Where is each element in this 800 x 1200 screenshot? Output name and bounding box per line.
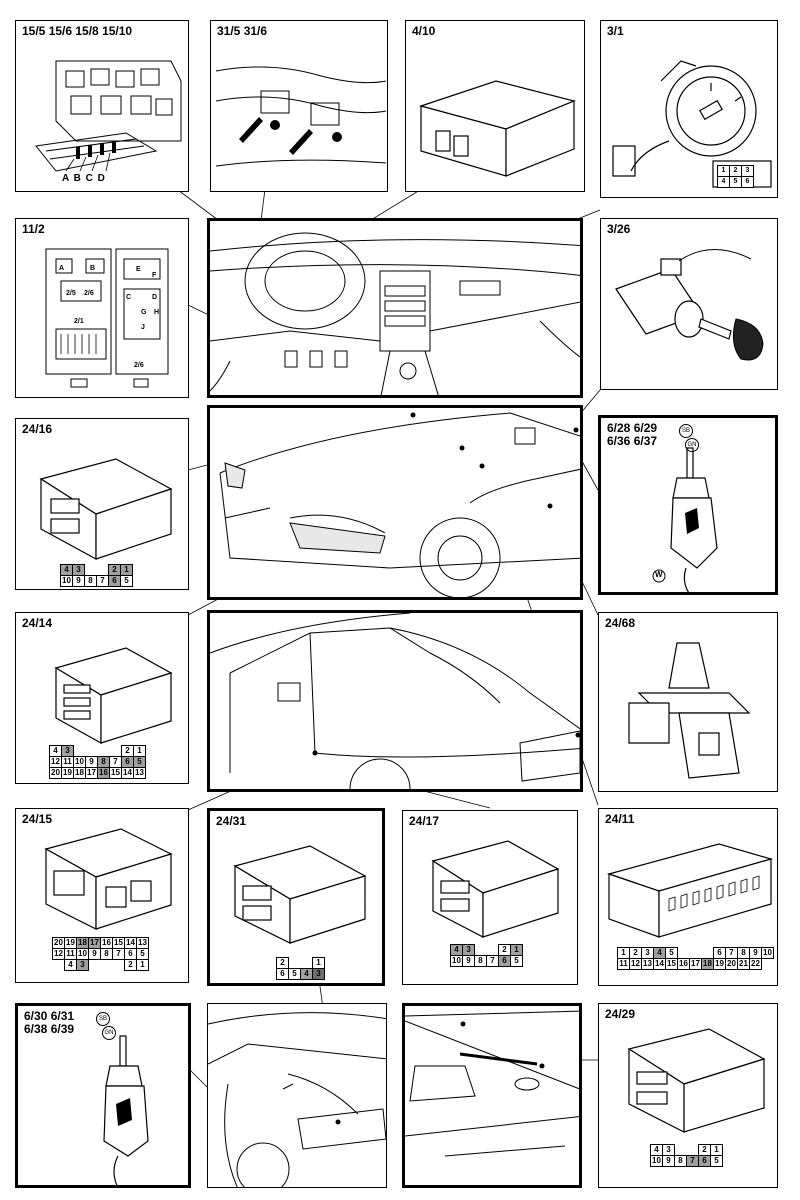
connector-24-29-drawing xyxy=(627,1028,766,1133)
pin: 2 xyxy=(729,165,742,177)
relay-tag: 2/6 xyxy=(134,362,144,369)
front-exterior-view xyxy=(207,405,583,600)
module-label: 4/10 xyxy=(412,24,436,38)
relay-tag: G xyxy=(141,309,147,316)
connector-24-31-drawing xyxy=(233,845,367,944)
fusebox-panel: 15/5 15/6 15/8 15/10 A B C D xyxy=(15,20,189,192)
front-car-drawing xyxy=(219,412,580,597)
relay-centre-panel: 11/2 A B E F C D G H J 2/5 2/6 2/6 xyxy=(15,218,189,398)
pin: 4 xyxy=(717,176,730,188)
connector-24-14-drawing xyxy=(54,647,173,745)
front-bulb-label: 6/28 6/29 6/36 6/37 xyxy=(607,421,658,448)
fusebox-letters: A B C D xyxy=(62,173,106,184)
rear-bulb-label: 6/30 6/31 6/38 6/39 xyxy=(24,1009,75,1036)
pin: 5 xyxy=(729,176,742,188)
pin: 3 xyxy=(741,165,754,177)
connector-24-15-label: 24/15 xyxy=(22,812,53,826)
control-module-drawing xyxy=(418,80,576,177)
side-exterior-view xyxy=(207,610,583,792)
badge-sb: SB xyxy=(679,424,693,438)
pin: 1 xyxy=(717,165,730,177)
relay-tag: 2/6 xyxy=(84,290,94,297)
connector-24-16-label: 24/16 xyxy=(22,422,53,436)
dashboard-drawing xyxy=(210,232,580,395)
relay-tag: A xyxy=(59,265,64,272)
connector-24-11-label: 24/11 xyxy=(605,812,635,826)
side-car-drawing xyxy=(210,613,580,789)
connector-24-15-drawing xyxy=(44,828,173,930)
clip-24-68-label: 24/68 xyxy=(605,616,636,630)
connector-24-17-drawing xyxy=(431,840,560,938)
clip-24-68-drawing xyxy=(628,642,751,779)
rear-left-car-drawing xyxy=(208,1012,386,1187)
relay-tag: B xyxy=(90,265,95,272)
connector-24-31-label: 24/31 xyxy=(216,814,247,828)
relay-tag: 2/1 xyxy=(74,318,84,325)
rear-bulb-drawing xyxy=(103,1035,149,1185)
interior-dashboard-view xyxy=(207,218,583,398)
ground-points-panel: 31/5 31/6 xyxy=(210,20,388,192)
rear-bulb-panel: 6/30 6/31 6/38 6/39 SB GN xyxy=(15,1003,191,1188)
relay-tag: E xyxy=(136,266,141,273)
clip-24-68-panel: 24/68 xyxy=(598,612,778,792)
ignition-lock-panel: 3/26 xyxy=(600,218,778,390)
pin: 6 xyxy=(741,176,754,188)
control-module-panel: 4/10 xyxy=(405,20,585,192)
relay-centre-label: 11/2 xyxy=(22,222,45,236)
relay-centre-drawing: A B E F C D G H J 2/5 2/6 2/6 2/1 xyxy=(45,248,169,388)
wire-marker-w: W xyxy=(655,570,663,579)
relay-tag: H xyxy=(154,309,159,316)
rear-exterior-left-view xyxy=(207,1003,387,1188)
relay-tag: 2/5 xyxy=(66,290,76,297)
connector-24-14-label: 24/14 xyxy=(22,616,53,630)
fusebox-label: 15/5 15/6 15/8 15/10 xyxy=(22,24,133,38)
relay-tag: D xyxy=(152,294,157,301)
ignition-lock-label: 3/26 xyxy=(607,222,631,236)
connector-24-17-label: 24/17 xyxy=(409,814,440,828)
ignition-lock-drawing xyxy=(615,249,764,361)
front-bulb-panel: 6/28 6/29 6/36 6/37 SB GN W xyxy=(598,415,778,595)
connector-24-16-drawing xyxy=(39,458,173,561)
rear-hatch-view xyxy=(402,1003,582,1188)
badge-gn: GN xyxy=(102,1026,116,1040)
badge-gn: GN xyxy=(685,438,699,452)
ground-label: 31/5 31/6 xyxy=(217,24,268,38)
ground-points-drawing xyxy=(215,66,387,167)
relay-tag: J xyxy=(141,324,145,331)
fusebox-drawing xyxy=(35,60,182,172)
connector-24-29-label: 24/29 xyxy=(605,1007,636,1021)
relay-tag: C xyxy=(126,294,131,301)
rear-hatch-drawing xyxy=(405,1010,579,1157)
connector-24-11-drawing xyxy=(606,843,774,938)
relay-tag: F xyxy=(152,272,157,279)
badge-sb: SB xyxy=(96,1012,110,1026)
ignition-label: 3/1 xyxy=(607,24,624,38)
